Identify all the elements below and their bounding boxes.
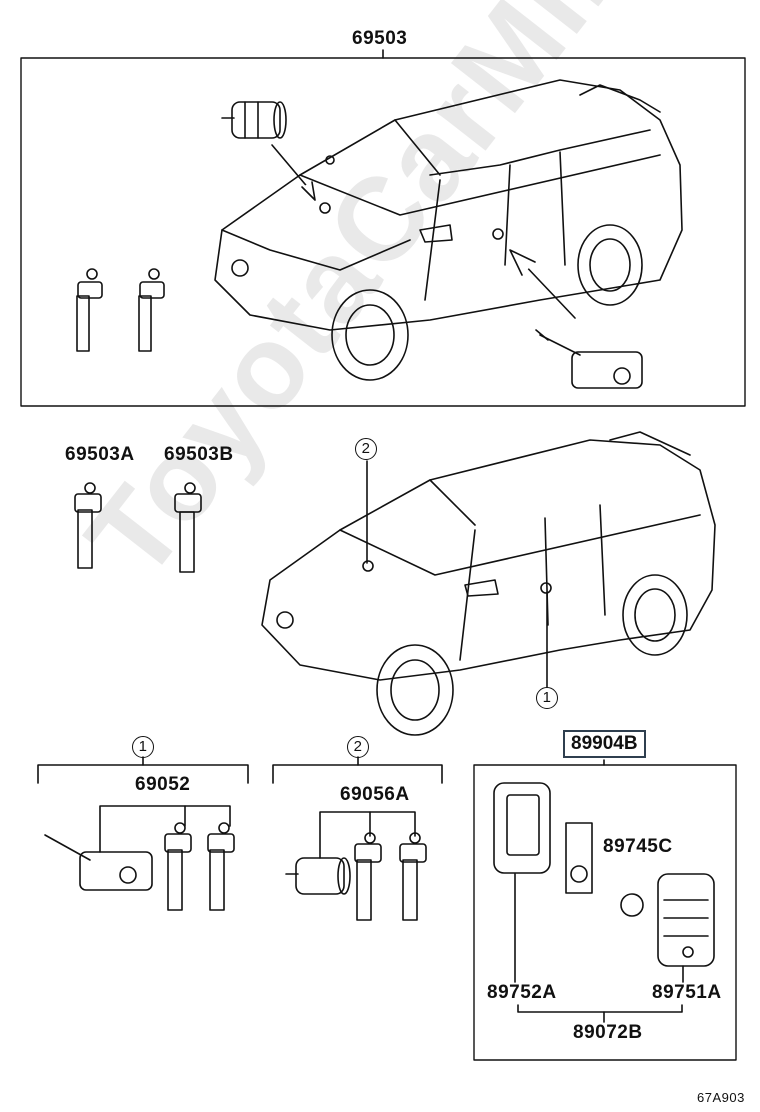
middle-vehicle-drawing xyxy=(261,431,716,736)
callout-door-lock: 1 xyxy=(536,687,558,709)
callout-group2: 2 xyxy=(347,736,369,758)
label-battery: 89745C xyxy=(603,836,673,857)
label-transmitter-assy: 89072B xyxy=(573,1022,643,1043)
top-ignition-cylinder-drawing xyxy=(221,101,287,139)
top-assembly-frame xyxy=(20,57,746,407)
group1-lock-drawing xyxy=(44,834,153,891)
key-b-drawing xyxy=(174,482,202,573)
top-vehicle-drawing xyxy=(214,79,683,381)
battery-drawing xyxy=(620,893,644,917)
figure-code: 67A903 xyxy=(697,1090,745,1105)
callout-ignition: 2 xyxy=(355,438,377,460)
top-keys-drawing xyxy=(76,268,165,352)
key-a-drawing xyxy=(74,482,102,569)
label-case-a: 89752A xyxy=(487,982,557,1003)
label-top-assembly: 69503 xyxy=(352,28,408,49)
label-case-b: 89751A xyxy=(652,982,722,1003)
case-a-drawing xyxy=(493,782,551,874)
transmitter-frame xyxy=(473,764,737,1061)
label-key-a: 69503A xyxy=(65,444,135,465)
label-group1-part: 69052 xyxy=(135,774,191,795)
group2-bracket xyxy=(272,764,443,784)
pcb-drawing xyxy=(565,822,593,894)
callout-group1: 1 xyxy=(132,736,154,758)
group2-cylinder-drawing xyxy=(285,857,351,895)
label-transmitter-box: 89904B xyxy=(563,730,646,758)
case-b-drawing xyxy=(657,873,715,967)
label-group2-part: 69056A xyxy=(340,784,410,805)
top-door-lock-drawing xyxy=(535,329,643,389)
label-key-b: 69503B xyxy=(164,444,234,465)
group1-keys-drawing xyxy=(164,822,235,911)
group2-keys-drawing xyxy=(354,832,427,921)
